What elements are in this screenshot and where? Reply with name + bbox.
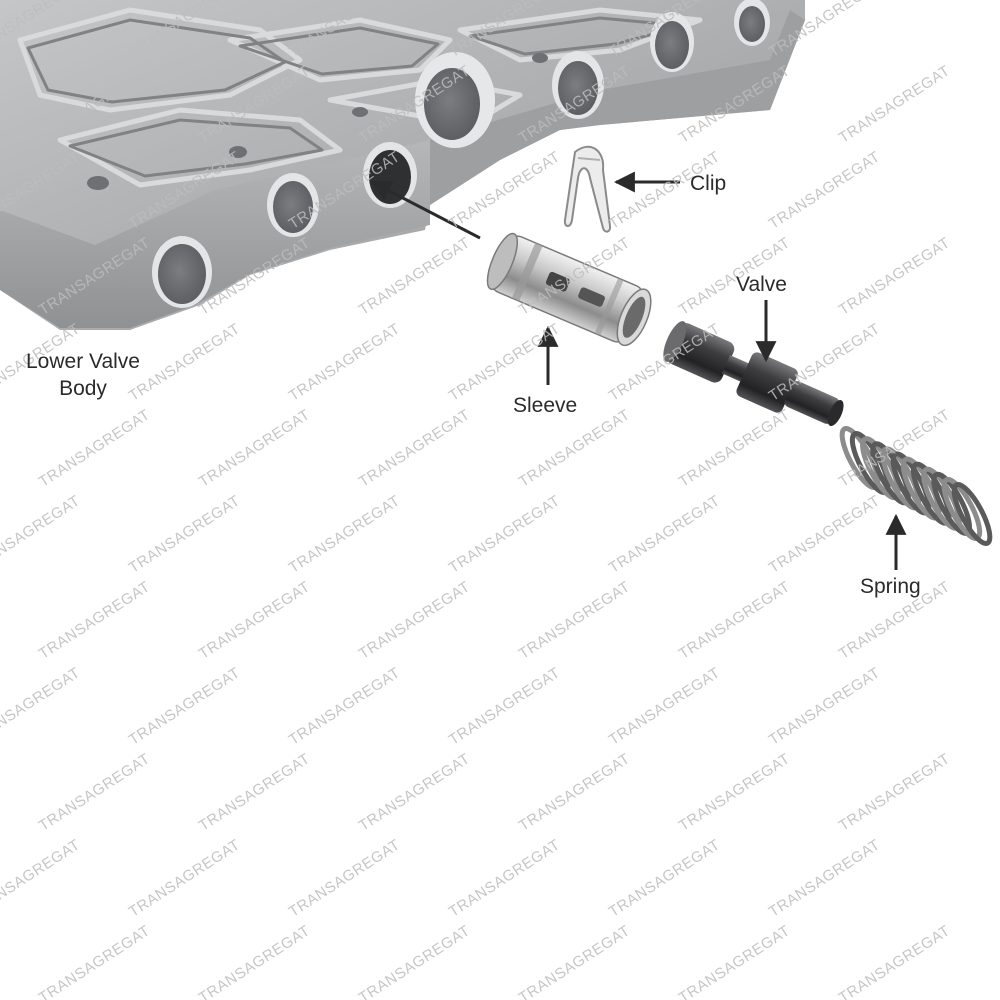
lower-valve-body [0, 0, 805, 330]
lower-valve-body-label-line2: Body [59, 377, 107, 400]
leader-arrows [370, 171, 907, 570]
lower-valve-body-label: Lower Valve Body [14, 348, 152, 402]
spring-coil [951, 481, 993, 547]
bore-holes [152, 0, 770, 308]
valve [663, 321, 844, 427]
clip [563, 145, 612, 233]
sleeve-insertion-arrow [370, 180, 481, 240]
sleeve-label: Sleeve [513, 394, 578, 417]
valve-label: Valve [736, 273, 787, 296]
spring-label: Spring [860, 575, 921, 598]
spring [839, 425, 993, 547]
lower-valve-body-label-line1: Lower Valve [25, 350, 140, 373]
clip-label: Clip [690, 172, 727, 195]
sleeve [486, 232, 652, 347]
